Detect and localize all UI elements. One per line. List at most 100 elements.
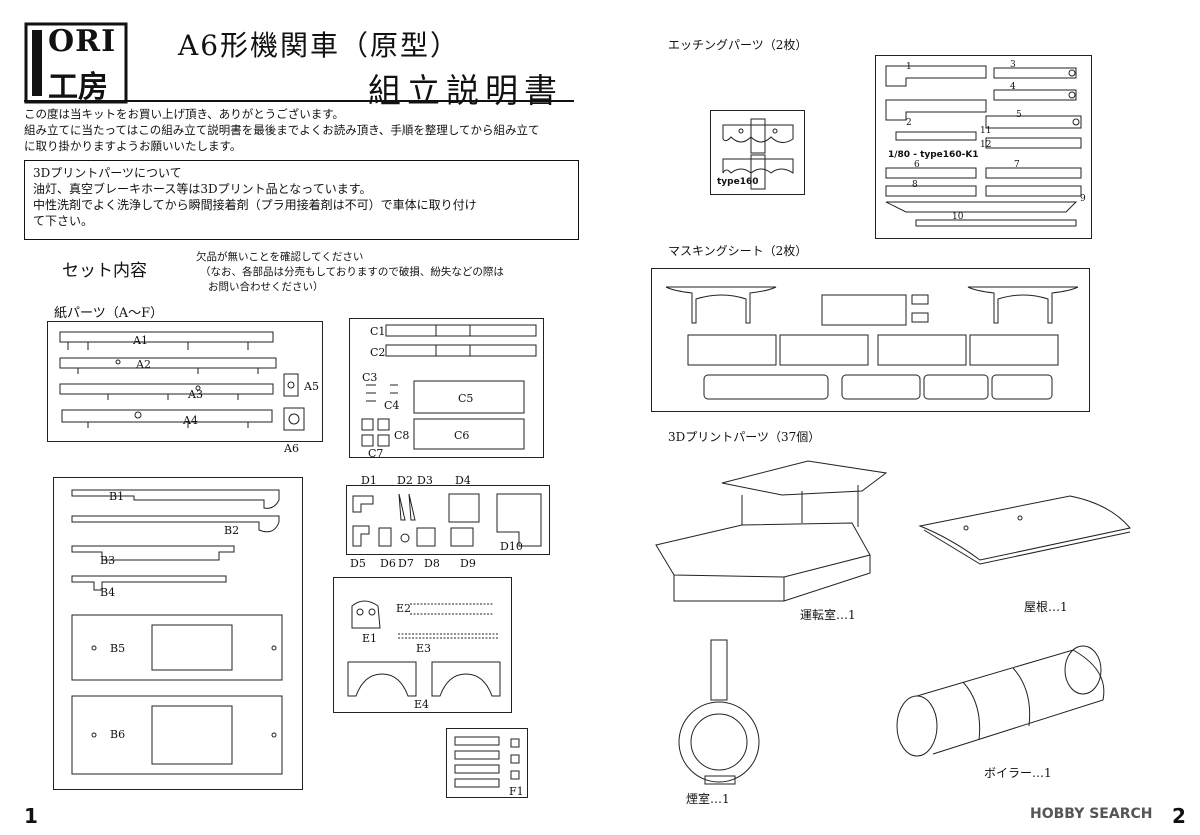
etch-num: 7 <box>1014 160 1020 170</box>
smokebox-caption: 煙室…1 <box>686 792 730 806</box>
set-contents-heading: セット内容 <box>62 261 147 281</box>
etching-large-drawing <box>885 65 1082 227</box>
notice-line: 中性洗剤でよく洗浄してから瞬間接着剤（プラ用接着剤は不可）で車体に取り付け <box>33 198 477 212</box>
etching-small-drawing <box>722 118 794 190</box>
notice-line: 油灯、真空ブレーキホース等は3Dプリント品となっています。 <box>33 182 372 196</box>
etching-heading: エッチングパーツ（2枚） <box>668 38 808 52</box>
part-label: C2 <box>370 346 386 359</box>
intro-text: この度は当キットをお買い上げ頂き、ありがとうございます。 組み立てに当たってはこ… <box>24 106 584 154</box>
part-label: D9 <box>460 557 476 570</box>
part-label: B2 <box>224 524 240 537</box>
masking-drawing <box>665 286 1079 400</box>
part-label: B4 <box>100 586 116 599</box>
etch-num: 2 <box>906 118 912 128</box>
etch-num: 4 <box>1010 82 1016 92</box>
etch-num: 8 <box>912 180 918 190</box>
sheet-d-drawing <box>352 493 542 547</box>
cab-caption: 運転室…1 <box>800 608 856 622</box>
boiler-drawing <box>896 645 1105 757</box>
intro-line: 組み立てに当たってはこの組み立て説明書を最後までよくお読み頂き、手順を整理してか… <box>24 123 540 137</box>
etching-small-label: type160 <box>717 177 759 187</box>
part-label: C8 <box>394 429 410 442</box>
part-label: A6 <box>284 442 299 455</box>
part-label: C5 <box>458 392 474 405</box>
part-label: E2 <box>396 602 412 615</box>
part-label: B5 <box>110 642 126 655</box>
etch-num: 1 <box>906 62 912 72</box>
ori-kobo-logo: ORI 工房 <box>24 22 128 105</box>
part-label: D5 <box>350 557 366 570</box>
part-label: B6 <box>110 728 126 741</box>
sheet-a-drawing <box>59 331 305 431</box>
notice-line: 3Dプリントパーツについて <box>33 166 182 180</box>
logo-ori: ORI <box>48 24 117 59</box>
paper-parts-heading: 紙パーツ（A～F） <box>54 306 164 321</box>
sheet-d <box>346 485 550 555</box>
etch-num: 3 <box>1010 60 1016 70</box>
hobby-search-watermark: HOBBY SEARCH <box>1030 806 1153 822</box>
part-label: D10 <box>500 540 523 553</box>
etch-num: 6 <box>914 160 920 170</box>
part-label: D1 <box>361 474 377 487</box>
etch-num: 11 <box>980 126 992 136</box>
part-label: C4 <box>384 399 400 412</box>
part-label: D4 <box>455 474 471 487</box>
title-rule <box>24 100 574 102</box>
part-label: E4 <box>414 698 430 711</box>
part-label: A3 <box>188 388 203 401</box>
etch-num: 9 <box>1080 194 1086 204</box>
sheet-e: E1 E2 E3 E4 <box>333 577 512 713</box>
intro-line: に取り掛かりますようお願いいたします。 <box>24 139 242 153</box>
part-label: A1 <box>133 334 148 347</box>
notice-line: て下さい。 <box>33 214 94 228</box>
part-label: B1 <box>109 490 125 503</box>
roof-part-figure <box>918 488 1140 572</box>
part-label: A5 <box>304 380 319 393</box>
part-label: F1 <box>509 785 524 798</box>
page-number-left: 1 <box>24 804 38 828</box>
boiler-caption: ボイラー…1 <box>984 766 1052 780</box>
part-label: D7 <box>398 557 414 570</box>
note-line: （なお、各部品は分売もしておりますので破損、紛失などの際は <box>200 266 504 278</box>
3d-notice-box: 3Dプリントパーツについて 油灯、真空ブレーキホース等は3Dプリント品となってい… <box>24 160 579 240</box>
masking-heading: マスキングシート（2枚） <box>668 244 808 258</box>
part-label: B3 <box>100 554 116 567</box>
sheet-f-drawing <box>454 736 520 788</box>
part-label: C3 <box>362 371 378 384</box>
printed3d-heading: 3Dプリントパーツ（37個） <box>668 430 821 444</box>
logo-kobo: 工房 <box>48 70 108 105</box>
sheet-a: A1 A2 A3 A4 A5 <box>47 321 323 442</box>
masking-sheet <box>651 268 1090 412</box>
sheet-c-drawing <box>361 324 537 450</box>
note-line: 欠品が無いことを確認してください <box>196 251 364 263</box>
boiler-part-figure <box>893 640 1118 769</box>
cab-part-figure <box>652 455 892 609</box>
sheet-b: B1 B2 B3 B4 B5 B6 <box>53 477 303 790</box>
sheet-f: F1 <box>446 728 528 798</box>
roof-drawing <box>918 495 1131 565</box>
part-label: D2 <box>397 474 413 487</box>
part-label: A2 <box>136 358 151 371</box>
part-label: C7 <box>368 447 384 460</box>
page-number-right: 2 <box>1172 804 1186 828</box>
etching-sheet-large: 1/80 - type160-K1 1 2 3 4 5 6 7 8 9 10 1… <box>875 55 1092 239</box>
part-label: A4 <box>183 414 198 427</box>
etch-num: 12 <box>980 140 992 150</box>
part-label: D6 <box>380 557 396 570</box>
cab-drawing <box>655 460 888 602</box>
part-label: C1 <box>370 325 386 338</box>
title-line2: 組立説明書 <box>368 71 563 110</box>
title-line1: A6形機関車（原型） <box>178 29 461 62</box>
sheet-b-drawing <box>71 489 283 775</box>
smokebox-drawing <box>678 639 760 785</box>
part-label: E3 <box>416 642 432 655</box>
etching-large-label: 1/80 - type160-K1 <box>888 150 979 160</box>
sheet-c: C1 C2 C3 C4 C5 C6 C7 C8 <box>349 318 544 460</box>
roof-caption: 屋根…1 <box>1024 600 1068 614</box>
etch-num: 10 <box>952 212 964 222</box>
part-label: C6 <box>454 429 470 442</box>
sheet-e-drawing <box>347 600 501 697</box>
intro-line: この度は当キットをお買い上げ頂き、ありがとうございます。 <box>24 107 345 121</box>
smokebox-part-figure <box>675 636 785 790</box>
etching-sheet-small: type160 <box>710 110 805 195</box>
